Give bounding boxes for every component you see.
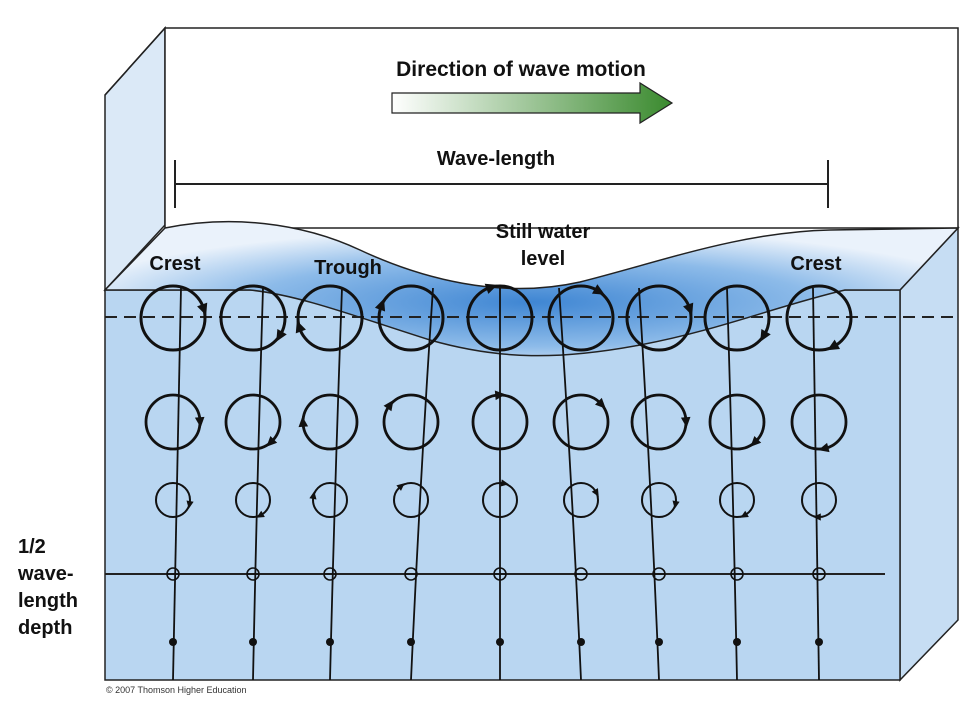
particle-column-line bbox=[410, 287, 434, 681]
orbit-circle bbox=[641, 482, 677, 518]
depth-label-line2: wave- bbox=[17, 563, 74, 585]
orbit-direction-arrow-icon bbox=[256, 510, 265, 518]
orbit-direction-arrow-icon bbox=[500, 479, 509, 487]
orbit-circle bbox=[155, 482, 191, 518]
still-particle-dot bbox=[326, 638, 334, 646]
orbit-direction-arrow-icon bbox=[266, 436, 278, 447]
orbit-direction-arrow-icon bbox=[680, 416, 691, 428]
orbit-circle bbox=[790, 393, 848, 451]
orbit-direction-arrow-icon bbox=[383, 399, 394, 412]
still-particle-dot bbox=[655, 638, 663, 646]
orbit-direction-arrow-icon bbox=[197, 302, 208, 316]
orbit-direction-arrow-icon bbox=[194, 416, 205, 428]
still-particle-dot bbox=[577, 638, 585, 646]
wavelength-bracket bbox=[174, 160, 829, 208]
depth-label-line3: length bbox=[18, 590, 78, 612]
orbit-direction-arrow-icon bbox=[750, 436, 762, 447]
tank-back-panel bbox=[164, 27, 959, 229]
green-arrow-icon bbox=[391, 81, 674, 125]
orbit-direction-arrow-icon bbox=[396, 483, 405, 491]
still-particle-dot bbox=[169, 638, 177, 646]
orbit-circle bbox=[703, 284, 771, 352]
still-particle-dot bbox=[407, 638, 415, 646]
wavelength-label: Wave-length bbox=[437, 148, 555, 170]
still-particle-dot bbox=[249, 638, 257, 646]
orbit-circle bbox=[552, 393, 610, 451]
still-particle-dot bbox=[733, 638, 741, 646]
orbit-circle bbox=[219, 284, 287, 352]
orbit-direction-arrow-icon bbox=[595, 397, 606, 409]
tank-right-side bbox=[899, 226, 959, 682]
orbit-direction-arrow-icon bbox=[186, 500, 194, 509]
orbit-grid bbox=[139, 283, 853, 681]
orbit-circle bbox=[625, 284, 693, 352]
orbit-circle bbox=[547, 284, 615, 352]
orbit-circle bbox=[382, 393, 440, 451]
orbit-circle bbox=[466, 284, 534, 352]
direction-arrow bbox=[391, 81, 674, 125]
orbit-circle bbox=[563, 482, 599, 518]
orbit-direction-arrow-icon bbox=[672, 500, 680, 509]
orbit-direction-arrow-icon bbox=[813, 513, 821, 521]
orbit-direction-arrow-icon bbox=[591, 488, 599, 497]
orbit-circle bbox=[312, 482, 348, 518]
orbit-direction-arrow-icon bbox=[591, 284, 605, 295]
orbit-circle bbox=[139, 284, 207, 352]
orbit-circle bbox=[708, 393, 766, 451]
orbit-direction-arrow-icon bbox=[760, 328, 771, 342]
depth-label-line4: depth bbox=[18, 617, 72, 639]
crest-right-label: Crest bbox=[790, 253, 841, 275]
orbit-direction-arrow-icon bbox=[683, 302, 694, 316]
orbit-direction-arrow-icon bbox=[276, 328, 287, 342]
particle-column-line bbox=[638, 287, 660, 681]
orbit-circle bbox=[377, 284, 445, 352]
orbit-circle bbox=[393, 482, 429, 518]
depth-label-line1: 1/2 bbox=[18, 536, 46, 558]
orbit-direction-arrow-icon bbox=[298, 416, 309, 428]
tank-top-edge bbox=[104, 27, 166, 96]
still-water-label-line2: level bbox=[521, 248, 565, 270]
still-particle-dot bbox=[815, 638, 823, 646]
trough-label: Trough bbox=[314, 257, 382, 279]
orbit-circle bbox=[719, 482, 755, 518]
orbit-direction-arrow-icon bbox=[309, 491, 317, 500]
still-particle-dot bbox=[496, 638, 504, 646]
orbit-circle bbox=[296, 284, 364, 352]
orbit-direction-arrow-icon bbox=[374, 298, 386, 312]
orbit-direction-arrow-icon bbox=[740, 510, 749, 518]
orbit-direction-arrow-icon bbox=[295, 320, 306, 334]
orbit-circle bbox=[235, 482, 271, 518]
orbit-direction-arrow-icon bbox=[494, 390, 506, 401]
orbit-direction-arrow-icon bbox=[484, 283, 498, 294]
still-water-label-line1: Still water bbox=[496, 221, 591, 243]
orbit-direction-arrow-icon bbox=[818, 442, 830, 453]
orbit-direction-arrow-icon bbox=[827, 339, 841, 351]
particle-column-line bbox=[558, 287, 582, 681]
diagram-title: Direction of wave motion bbox=[396, 58, 646, 81]
orbit-circle bbox=[224, 393, 282, 451]
orbit-circle bbox=[785, 284, 853, 352]
orbit-circle bbox=[482, 482, 518, 518]
copyright-text: © 2007 Thomson Higher Education bbox=[106, 685, 247, 695]
crest-left-label: Crest bbox=[149, 253, 200, 275]
tank-box bbox=[103, 26, 960, 682]
